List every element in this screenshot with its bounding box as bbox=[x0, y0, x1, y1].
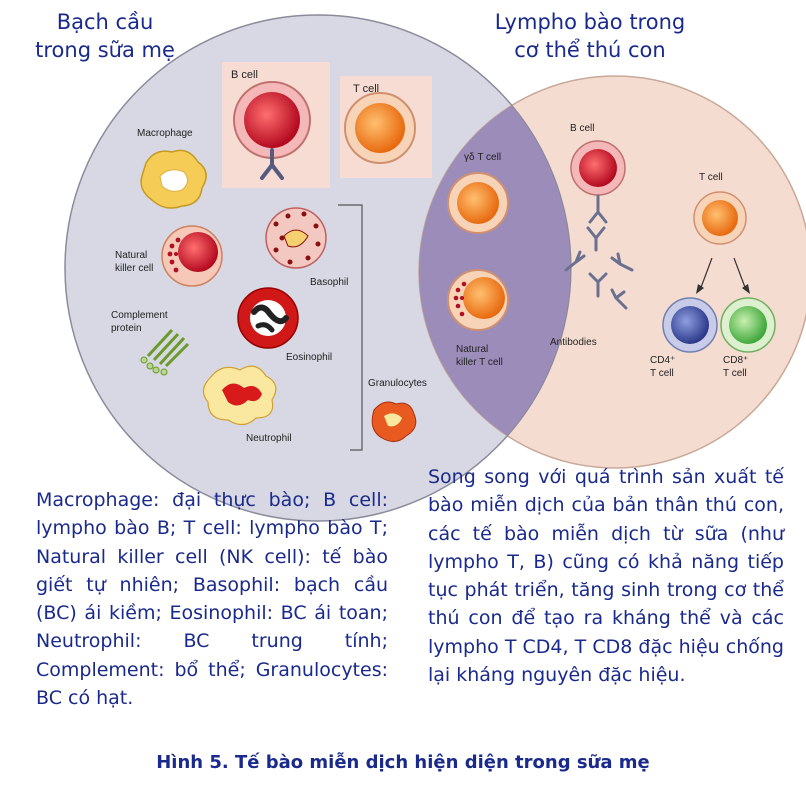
right-title-line2: cơ thể thú con bbox=[514, 38, 666, 62]
left-title-line2: trong sữa mẹ bbox=[35, 38, 175, 62]
granulocyte-bracket bbox=[338, 204, 363, 451]
b-cell-label-right: B cell bbox=[570, 123, 594, 134]
right-circle-title: Lympho bào trong cơ thể thú con bbox=[470, 8, 710, 64]
antibodies-icon bbox=[564, 194, 634, 310]
left-title-line1: Bạch cầu bbox=[56, 10, 154, 34]
left-circle-title: Bạch cầu trong sữa mẹ bbox=[10, 8, 200, 64]
neutrophil-label: Neutrophil bbox=[246, 433, 292, 444]
overlap-region bbox=[419, 76, 571, 468]
right-description: Song song với quá trình sản xuất tế bào … bbox=[428, 466, 784, 687]
differentiation-arrows bbox=[699, 257, 747, 291]
t-cell-label-left: T cell bbox=[353, 83, 379, 95]
granulocytes-label: Granulocytes bbox=[368, 378, 427, 389]
basophil-label: Basophil bbox=[310, 277, 348, 288]
macrophage-label: Macrophage bbox=[137, 128, 193, 139]
t-cell-label-right: T cell bbox=[699, 172, 723, 183]
eosinophil-label: Eosinophil bbox=[286, 352, 332, 363]
cd4-label: CD4⁺T cell bbox=[650, 355, 675, 379]
cd8-label: CD8⁺T cell bbox=[723, 355, 748, 379]
antibodies-label: Antibodies bbox=[550, 337, 597, 348]
complement-protein-icon bbox=[146, 328, 190, 368]
b-cell-label-left: B cell bbox=[231, 69, 258, 81]
right-title-line1: Lympho bào trong bbox=[494, 10, 686, 34]
figure-caption: Hình 5. Tế bào miễn dịch hiện diện trong… bbox=[156, 752, 650, 773]
gd-t-cell-label: γδ T cell bbox=[464, 152, 501, 163]
left-description: Macrophage: đại thực bào; B cell: lympho… bbox=[36, 489, 388, 710]
